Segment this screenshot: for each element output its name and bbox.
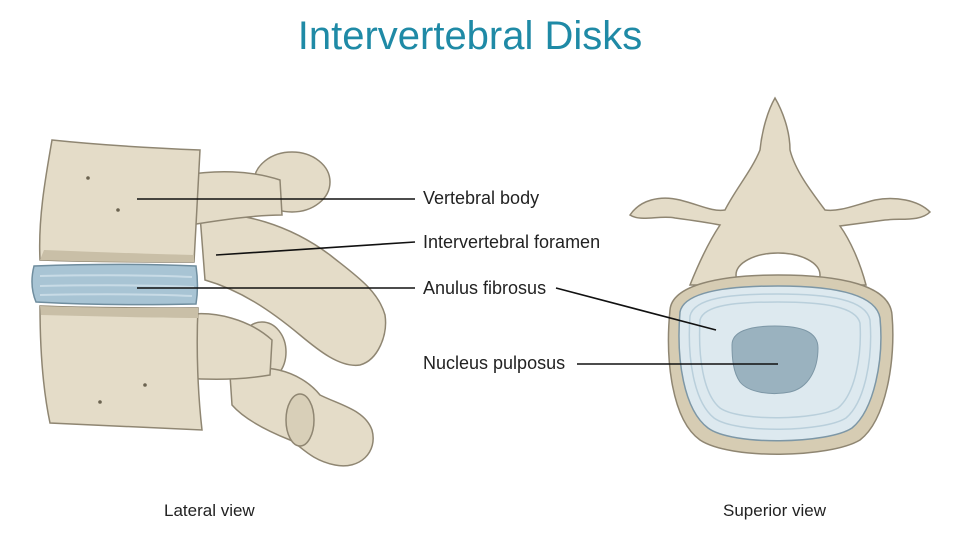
caption-superior-view: Superior view xyxy=(723,501,826,520)
label-anulus-fibrosus: Anulus fibrosus xyxy=(423,278,547,298)
superior-view-illustration xyxy=(628,96,932,455)
vertebral-arch xyxy=(628,96,932,286)
label-vertebral-body: Vertebral body xyxy=(423,188,540,208)
upper-vertebral-body xyxy=(38,139,201,263)
leader-lines xyxy=(137,198,778,365)
caption-lateral-view: Lateral view xyxy=(164,501,255,520)
label-intervertebral-foramen: Intervertebral foramen xyxy=(423,232,601,252)
page-title: Intervertebral Disks xyxy=(297,14,643,58)
nucleus-pulposus-disk xyxy=(731,325,819,395)
lateral-view-illustration xyxy=(31,139,387,467)
label-nucleus-pulposus: Nucleus pulposus xyxy=(423,353,566,373)
posterior-processes xyxy=(184,151,387,467)
leader-anulus-fibrosus-superior xyxy=(555,287,717,331)
lower-vertebral-body xyxy=(39,305,203,431)
leader-intervertebral-foramen xyxy=(215,241,416,256)
